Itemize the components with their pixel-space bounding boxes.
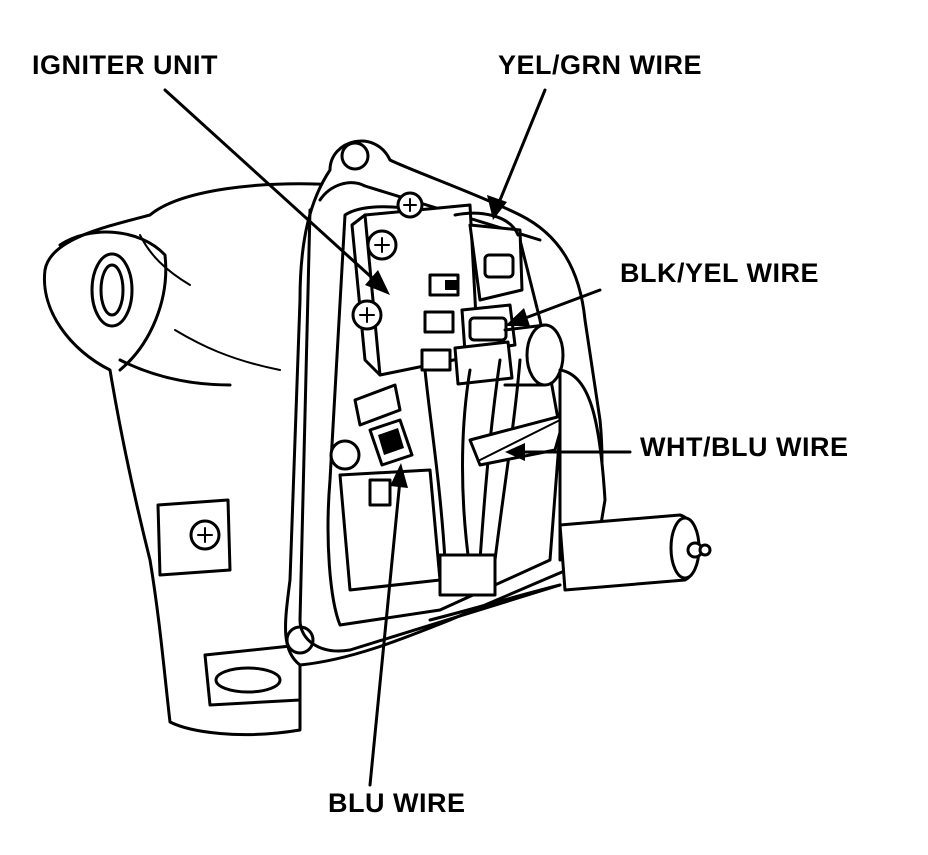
inner-cavity — [326, 205, 562, 627]
label-wht-blu-wire: WHT/BLU WIRE — [640, 432, 849, 462]
mounting-ear — [58, 230, 168, 372]
label-blk-yel-wire: BLK/YEL WIRE — [620, 258, 820, 288]
wire-harness — [423, 368, 447, 562]
label-igniter-unit: IGNITER UNIT — [32, 50, 218, 80]
mounting-slot — [90, 252, 134, 328]
leader-lines — [163, 88, 632, 787]
lower-body — [558, 368, 607, 562]
label-yel-grn-wire: YEL/GRN WIRE — [498, 50, 703, 80]
label-blu-wire: BLU WIRE — [328, 788, 466, 818]
wht-blu-connector — [453, 340, 514, 386]
yel-grn-connector — [468, 223, 524, 302]
